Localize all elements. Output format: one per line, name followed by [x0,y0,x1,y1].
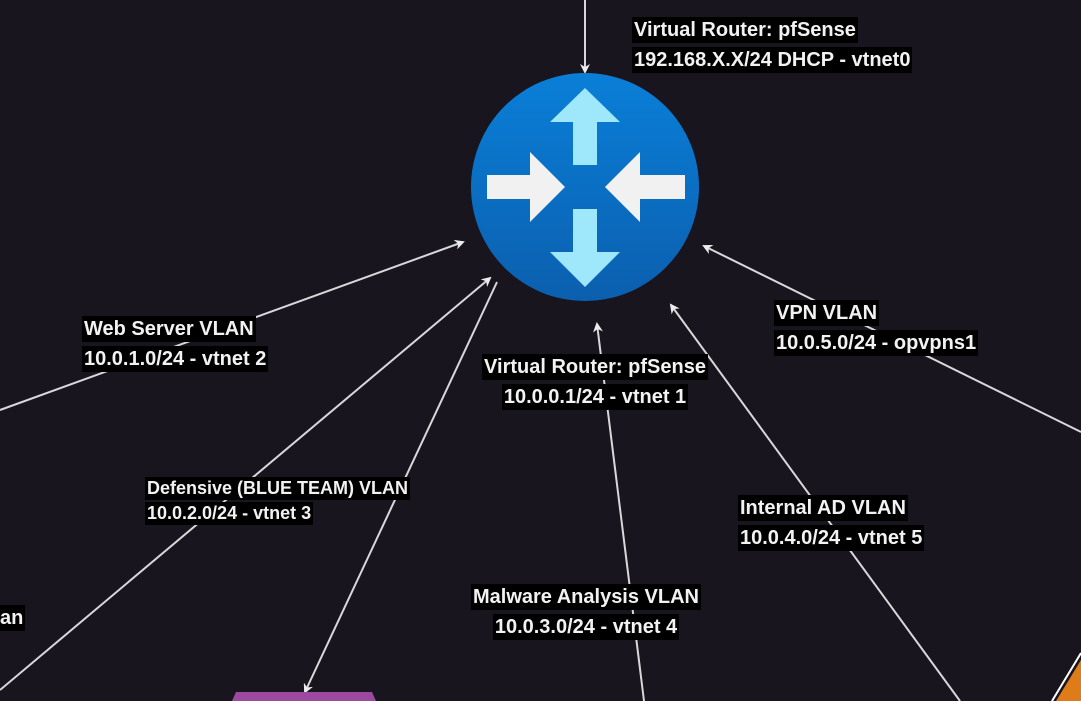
malware-vlan-subnet: 10.0.3.0/24 - vtnet 4 [492,614,680,640]
arrow-right-icon [487,152,565,222]
vpn-vlan-name: VPN VLAN [774,300,880,326]
wan-label-line1: Virtual Router: pfSense [632,17,858,43]
vpn-vlan-label: VPN VLAN 10.0.5.0/24 - opvpns1 [774,298,979,358]
vpn-vlan-subnet: 10.0.5.0/24 - opvpns1 [774,330,979,356]
blue-team-vlan-label: Defensive (BLUE TEAM) VLAN 10.0.2.0/24 -… [145,476,411,526]
malware-vlan-name: Malware Analysis VLAN [470,584,701,610]
orange-node-outline [1051,652,1081,701]
wan-label-line2: 192.168.X.X/24 DHCP - vtnet0 [632,47,913,73]
router-icon[interactable] [471,73,699,301]
partial-left-text: an [0,605,26,631]
web-vlan-label: Web Server VLAN 10.0.1.0/24 - vtnet 2 [82,314,269,374]
web-vlan-subnet: 10.0.1.0/24 - vtnet 2 [82,346,269,372]
blue-team-vlan-name: Defensive (BLUE TEAM) VLAN [145,477,411,500]
lan-label-line1: Virtual Router: pfSense [482,354,708,380]
malware-vlan-label: Malware Analysis VLAN 10.0.3.0/24 - vtne… [440,582,732,642]
orange-node[interactable] [1056,660,1081,701]
lan-label-line2: 10.0.0.1/24 - vtnet 1 [501,384,689,410]
purple-node[interactable] [232,692,376,701]
arrow-left-icon [605,152,685,222]
wan-label: Virtual Router: pfSense 192.168.X.X/24 D… [632,15,913,75]
ad-vlan-subnet: 10.0.4.0/24 - vtnet 5 [738,525,925,551]
arrow-down-icon [550,209,620,287]
arrow-up-icon [550,88,620,165]
ad-vlan-name: Internal AD VLAN [738,495,908,521]
web-vlan-name: Web Server VLAN [82,316,256,342]
partial-left-label: an [0,603,26,633]
lan-label: Virtual Router: pfSense 10.0.0.1/24 - vt… [455,352,735,412]
ad-vlan-label: Internal AD VLAN 10.0.4.0/24 - vtnet 5 [738,493,925,553]
blue-team-vlan-subnet: 10.0.2.0/24 - vtnet 3 [145,502,314,525]
